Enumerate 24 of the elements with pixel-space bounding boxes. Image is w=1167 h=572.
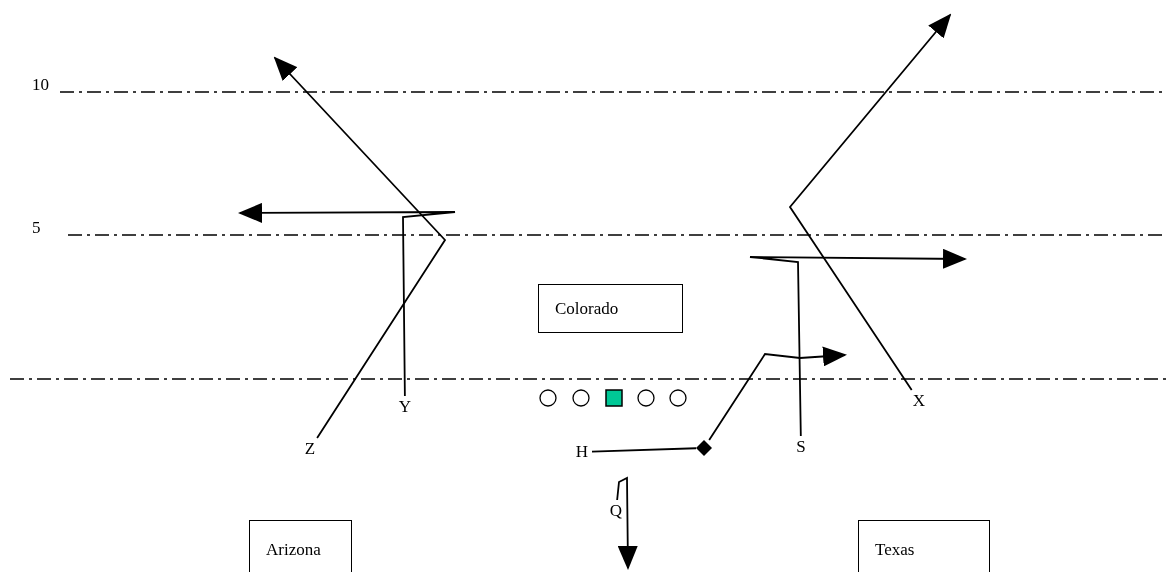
center-square <box>605 389 623 407</box>
team-box: Arizona <box>249 520 352 572</box>
lineman-circle <box>572 389 590 407</box>
route-line <box>591 447 697 453</box>
route-arrow <box>616 476 638 570</box>
lineman-circle <box>637 389 655 407</box>
yard-number: 5 <box>32 218 41 238</box>
route-arrow <box>788 13 952 391</box>
player-label: S <box>792 436 810 458</box>
player-label: Z <box>300 438 320 460</box>
route-arrow <box>238 202 456 397</box>
route-arrow <box>708 346 847 441</box>
team-box: Colorado <box>538 284 683 333</box>
player-label: Q <box>606 500 626 522</box>
lineman-circle <box>669 389 687 407</box>
player-label: H <box>572 441 592 463</box>
route-arrow <box>749 248 967 437</box>
yard-number: 10 <box>32 75 49 95</box>
player-label: X <box>909 390 929 412</box>
lineman-circle <box>539 389 557 407</box>
player-label: Y <box>396 396 414 418</box>
route-arrow <box>273 56 447 439</box>
team-box: Texas <box>858 520 990 572</box>
player-diamond <box>696 440 712 456</box>
